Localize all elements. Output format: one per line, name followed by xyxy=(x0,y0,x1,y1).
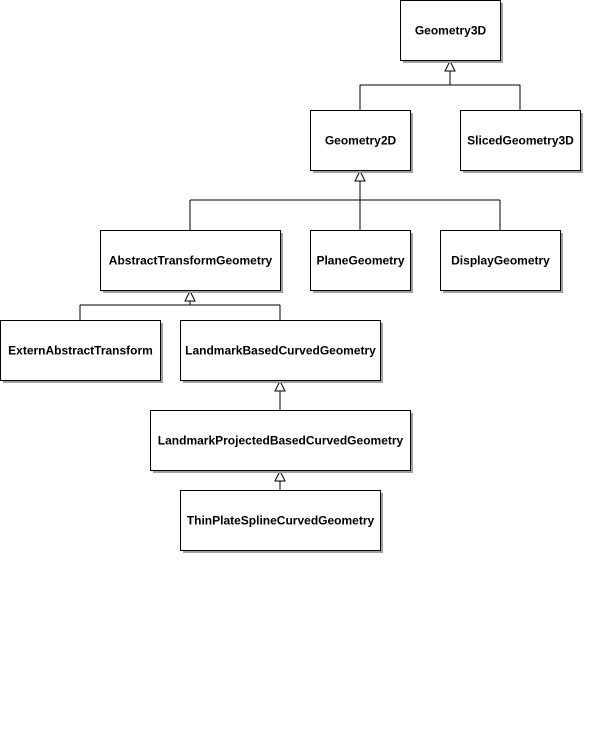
class-node-label: SlicedGeometry3D xyxy=(467,134,574,148)
class-node-thinplatesplinecurvedgeometry[interactable]: ThinPlateSplineCurvedGeometry xyxy=(180,490,384,554)
class-node-box xyxy=(180,320,381,381)
class-node-landmarkprojectedbasedcurvedgeometry[interactable]: LandmarkProjectedBasedCurvedGeometry xyxy=(150,410,414,474)
class-node-box xyxy=(440,230,561,291)
class-node-box xyxy=(150,410,411,471)
class-node-label: Geometry2D xyxy=(325,134,397,148)
inheritance-arrowhead xyxy=(274,379,286,392)
class-node-slicedgeometry3d[interactable]: SlicedGeometry3D xyxy=(460,110,584,174)
inheritance-arrowhead xyxy=(184,289,196,302)
inheritance-arrowhead xyxy=(274,469,286,482)
inheritance-geometry2d xyxy=(189,169,501,230)
inheritance-landmarkprojectedbasedcurvedgeometry xyxy=(274,469,286,490)
class-node-label: PlaneGeometry xyxy=(316,254,404,268)
class-node-box xyxy=(400,0,501,61)
class-node-label: AbstractTransformGeometry xyxy=(109,254,273,268)
class-node-label: DisplayGeometry xyxy=(451,254,550,268)
class-node-abstracttransformgeometry[interactable]: AbstractTransformGeometry xyxy=(100,230,284,294)
class-node-box xyxy=(180,490,381,551)
class-node-label: Geometry3D xyxy=(415,24,487,38)
inheritance-arrowhead xyxy=(354,169,366,182)
inheritance-geometry3d xyxy=(359,59,521,110)
inheritance-landmarkbasedcurvedgeometry xyxy=(274,379,286,410)
class-node-box xyxy=(100,230,281,291)
class-node-geometry2d[interactable]: Geometry2D xyxy=(310,110,414,174)
inheritance-edges xyxy=(79,59,521,490)
class-nodes: Geometry3D Geometry2D SlicedGeometry3D Abst… xyxy=(0,0,584,554)
class-node-box xyxy=(310,230,411,291)
class-node-box xyxy=(460,110,581,171)
class-node-label: ExternAbstractTransform xyxy=(8,344,153,358)
inheritance-abstracttransformgeometry xyxy=(79,289,281,320)
inheritance-arrowhead xyxy=(444,59,456,72)
class-node-planegeometry[interactable]: PlaneGeometry xyxy=(310,230,414,294)
class-node-geometry3d[interactable]: Geometry3D xyxy=(400,0,504,64)
class-node-label: LandmarkBasedCurvedGeometry xyxy=(185,344,376,358)
class-node-label: LandmarkProjectedBasedCurvedGeometry xyxy=(158,434,404,448)
class-node-landmarkbasedcurvedgeometry[interactable]: LandmarkBasedCurvedGeometry xyxy=(180,320,384,384)
class-node-box xyxy=(310,110,411,171)
class-node-externabstracttransform[interactable]: ExternAbstractTransform xyxy=(0,320,164,384)
class-node-label: ThinPlateSplineCurvedGeometry xyxy=(187,514,375,528)
class-node-box xyxy=(0,320,161,381)
class-node-displaygeometry[interactable]: DisplayGeometry xyxy=(440,230,564,294)
